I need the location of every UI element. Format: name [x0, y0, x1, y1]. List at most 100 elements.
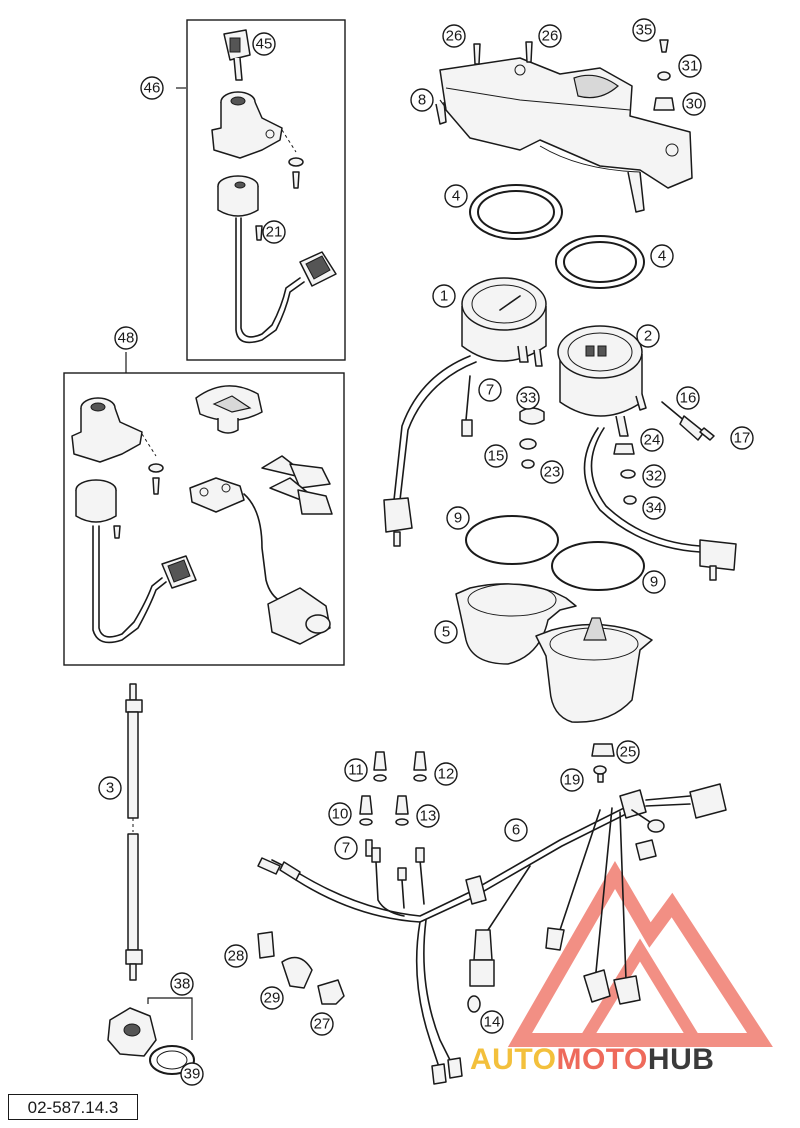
svg-text:39: 39	[184, 1066, 201, 1083]
bezel-ring-4a	[469, 184, 563, 240]
callout-4b: 4	[650, 244, 674, 268]
svg-text:7: 7	[486, 382, 494, 399]
callout-16: 16	[676, 386, 700, 410]
callout-32: 32	[642, 464, 666, 488]
callout-4a: 4	[444, 184, 468, 208]
svg-text:25: 25	[620, 744, 637, 761]
watermark-logo	[507, 861, 773, 1047]
svg-text:16: 16	[680, 390, 697, 407]
callout-46: 46	[140, 76, 164, 100]
callout-28: 28	[224, 944, 248, 968]
svg-text:26: 26	[446, 28, 463, 45]
svg-text:4: 4	[452, 188, 460, 205]
wiring-harness-6	[257, 783, 727, 1085]
svg-text:33: 33	[520, 390, 537, 407]
svg-text:8: 8	[418, 92, 426, 109]
callout-26a: 26	[442, 24, 466, 48]
watermark-part-moto: MOTO	[556, 1043, 648, 1076]
svg-text:19: 19	[564, 772, 581, 789]
seal-ring-9a	[465, 515, 559, 565]
svg-text:34: 34	[646, 500, 663, 517]
svg-text:48: 48	[118, 330, 135, 347]
callout-8: 8	[410, 88, 434, 112]
svg-text:7: 7	[342, 840, 350, 857]
svg-text:2: 2	[644, 328, 652, 345]
svg-text:17: 17	[734, 430, 751, 447]
svg-text:21: 21	[266, 224, 283, 241]
svg-text:35: 35	[636, 22, 653, 39]
svg-text:10: 10	[332, 806, 349, 823]
callout-38: 38	[170, 972, 194, 996]
watermark-part-auto: AUTO	[470, 1043, 557, 1076]
svg-text:24: 24	[644, 432, 661, 449]
callout-29: 29	[260, 986, 284, 1010]
ignition-lock-set-46	[186, 19, 346, 361]
callout-21: 21	[262, 220, 286, 244]
svg-text:1: 1	[440, 288, 448, 305]
svg-text:13: 13	[420, 808, 437, 825]
svg-text:38: 38	[174, 976, 191, 993]
svg-text:30: 30	[686, 96, 703, 113]
svg-text:3: 3	[106, 780, 114, 797]
speedometer-1	[461, 277, 547, 367]
svg-text:23: 23	[544, 464, 561, 481]
instrument-housing-5	[455, 583, 653, 723]
callout-24: 24	[640, 428, 664, 452]
callout-1: 1	[432, 284, 456, 308]
ignition-lock-body	[211, 91, 283, 159]
watermark-text: AUTOMOTOHUB	[470, 1040, 800, 1080]
key-45	[223, 29, 251, 81]
svg-text:27: 27	[314, 1016, 331, 1033]
instrument-bracket-8	[435, 57, 693, 213]
svg-text:32: 32	[646, 468, 663, 485]
svg-text:29: 29	[264, 990, 281, 1007]
svg-text:45: 45	[256, 36, 273, 53]
svg-text:11: 11	[348, 762, 364, 779]
callout-34: 34	[642, 496, 666, 520]
callout-5: 5	[434, 620, 458, 644]
callout-35: 35	[632, 18, 656, 42]
svg-text:31: 31	[682, 58, 699, 75]
lock-set-48	[63, 372, 345, 666]
speedometer-cable-3	[125, 683, 143, 981]
callout-19: 19	[560, 768, 584, 792]
svg-text:46: 46	[144, 80, 161, 97]
callout-10: 10	[328, 802, 352, 826]
callout-31: 31	[678, 54, 702, 78]
drawing-reference-code: 02-587.14.3	[8, 1094, 138, 1120]
svg-text:9: 9	[650, 574, 658, 591]
callout-9a: 9	[446, 506, 470, 530]
callout-12: 12	[434, 762, 458, 786]
callout-15: 15	[484, 444, 508, 468]
callout-7a: 7	[478, 378, 502, 402]
callout-11: 11	[344, 758, 368, 782]
svg-text:28: 28	[228, 948, 245, 965]
callout-23: 23	[540, 460, 564, 484]
watermark-part-hub: HUB	[647, 1043, 715, 1076]
svg-text:14: 14	[484, 1014, 501, 1031]
svg-text:9: 9	[454, 510, 462, 527]
callout-6: 6	[504, 818, 528, 842]
callout-14: 14	[480, 1010, 504, 1034]
svg-text:5: 5	[442, 624, 450, 641]
leader-lines	[125, 87, 447, 373]
callout-25: 25	[616, 740, 640, 764]
callout-39: 39	[180, 1062, 204, 1086]
callout-9b: 9	[642, 570, 666, 594]
callout-27: 27	[310, 1012, 334, 1036]
callout-45: 45	[252, 32, 276, 56]
callout-3: 3	[98, 776, 122, 800]
callout-26b: 26	[538, 24, 562, 48]
callout-7b: 7	[334, 836, 358, 860]
callout-33: 33	[516, 386, 540, 410]
svg-text:26: 26	[542, 28, 559, 45]
callout-30: 30	[682, 92, 706, 116]
callout-48: 48	[114, 326, 138, 350]
bezel-ring-4b	[555, 235, 645, 289]
svg-text:6: 6	[512, 822, 520, 839]
svg-text:4: 4	[658, 248, 666, 265]
tachometer-2	[557, 325, 647, 437]
svg-text:12: 12	[438, 766, 455, 783]
